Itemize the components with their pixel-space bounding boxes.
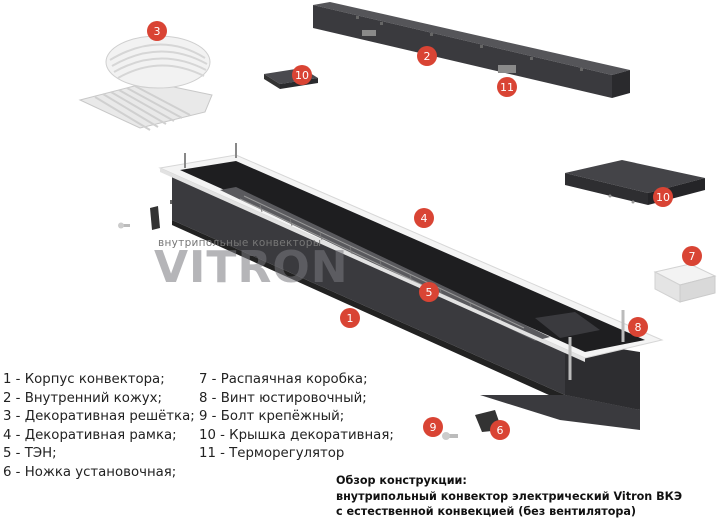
badge-10-second-label: 10 — [656, 191, 670, 204]
badge-10: 10 — [292, 65, 312, 85]
bolt-part — [118, 222, 130, 229]
badge-9: 9 — [423, 417, 443, 437]
legend-item: 7 - Распаячная коробка; — [199, 372, 368, 387]
badge-2-label: 2 — [424, 50, 431, 63]
caption-line: с естественной конвекцией (без вентилято… — [336, 505, 637, 518]
bolt-part — [442, 432, 458, 440]
brand-subtitle: внутрипольные конвекторы — [158, 237, 322, 249]
badge-7: 7 — [682, 246, 702, 266]
badge-8-label: 8 — [635, 321, 642, 334]
caption-line: внутрипольный конвектор электрический Vi… — [336, 489, 683, 503]
badge-11-label: 11 — [500, 81, 514, 94]
badge-6-label: 6 — [497, 424, 504, 437]
badge-2: 2 — [417, 46, 437, 66]
badge-4: 4 — [414, 208, 434, 228]
badge-5-label: 5 — [426, 286, 433, 299]
caption-line: Обзор конструкции: — [336, 474, 467, 487]
badge-6: 6 — [490, 420, 510, 440]
badge-7-label: 7 — [689, 250, 696, 263]
legend-left: 1 - Корпус конвектора; 2 - Внутренний ко… — [3, 371, 195, 483]
badge-10-second: 10 — [653, 187, 673, 207]
legend-item: 10 - Крышка декоративная; — [199, 427, 394, 443]
legend-item: 5 - ТЭН; — [3, 446, 57, 462]
badge-11: 11 — [497, 77, 517, 97]
decorative-grille-part — [78, 35, 213, 131]
badge-3: 3 — [147, 21, 167, 41]
badge-5: 5 — [419, 282, 439, 302]
decorative-cover-part — [565, 160, 705, 205]
badge-1: 1 — [340, 308, 360, 328]
legend-item: 11 - Терморегулятор — [199, 446, 345, 462]
legend-item: 1 - Корпус конвектора; — [3, 372, 165, 387]
legend-item: 2 - Внутренний кожух; — [3, 390, 163, 406]
junction-box-part — [653, 263, 717, 303]
badge-10-label: 10 — [295, 69, 309, 82]
badge-8: 8 — [628, 317, 648, 337]
badge-1-label: 1 — [347, 312, 354, 325]
legend-item: 8 - Винт юстировочный; — [199, 390, 367, 406]
legend-item: 4 - Декоративная рамка; — [3, 427, 177, 443]
legend-item: 6 - Ножка установочная; — [3, 464, 177, 480]
inner-casing-part — [313, 2, 630, 98]
legend-item: 3 - Декоративная решётка; — [3, 409, 195, 425]
construction-caption: Обзор конструкции: внутрипольный конвект… — [336, 473, 682, 520]
convector-body — [150, 143, 664, 432]
legend-right: 7 - Распаячная коробка; 8 - Винт юстиров… — [199, 371, 394, 464]
brand-logo-text: VITRON — [154, 242, 349, 293]
badge-3-label: 3 — [154, 25, 161, 38]
legend-item: 9 - Болт крепёжный; — [199, 409, 345, 425]
badge-4-label: 4 — [421, 212, 428, 225]
badge-9-label: 9 — [430, 421, 437, 434]
